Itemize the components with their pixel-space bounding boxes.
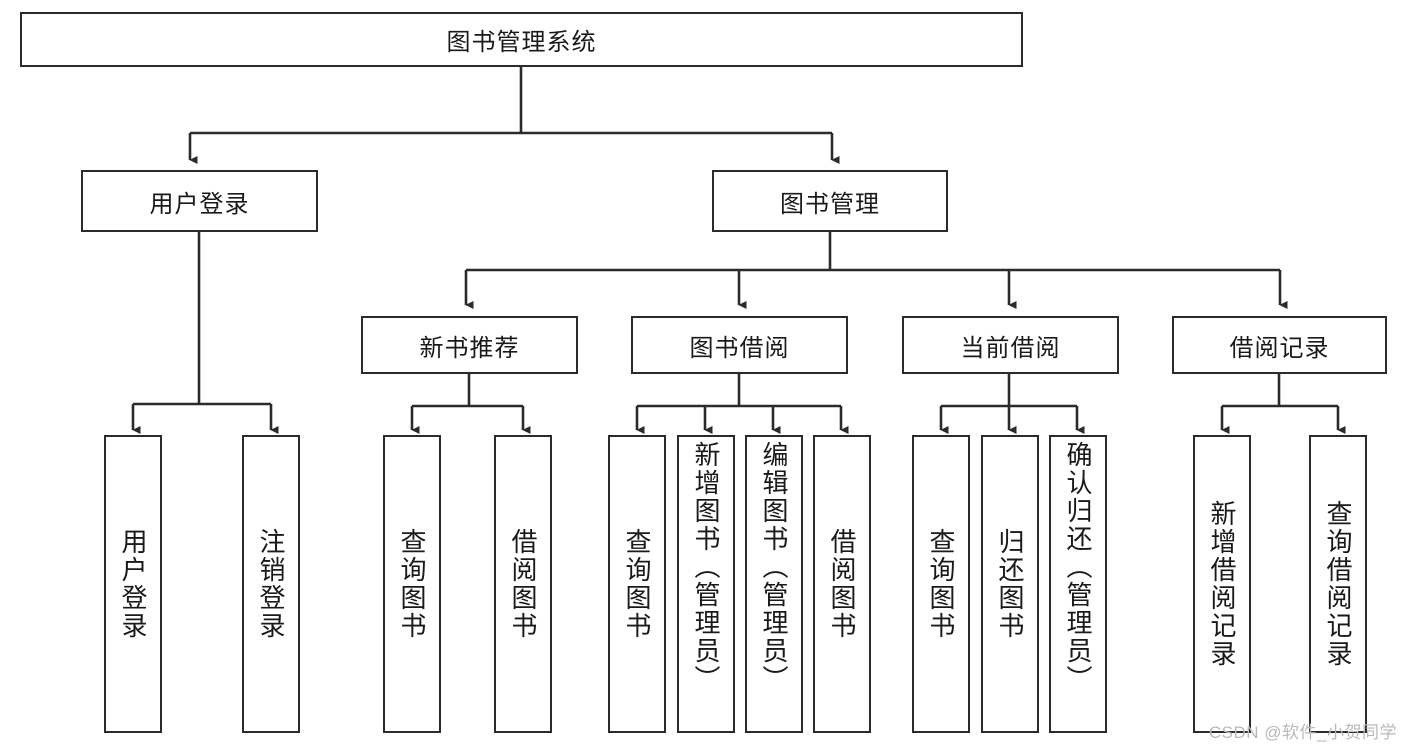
- leaf-query-book-3-label: 查询图书: [926, 528, 957, 640]
- leaf-edit-book-admin-label: 编辑图书（管理员）: [759, 441, 790, 693]
- leaf-logout-login-label: 注销登录: [256, 528, 287, 640]
- leaf-return-book[interactable]: 归还图书: [981, 435, 1039, 733]
- leaf-borrow-book-1[interactable]: 借阅图书: [494, 435, 552, 733]
- leaf-confirm-return-admin-label: 确认归还（管理员）: [1063, 441, 1094, 693]
- node-root-label: 图书管理系统: [446, 29, 597, 56]
- leaf-logout-login[interactable]: 注销登录: [242, 435, 300, 733]
- node-book-borrow[interactable]: 图书借阅: [631, 316, 848, 374]
- node-new-book-recommend[interactable]: 新书推荐: [361, 316, 578, 374]
- node-borrow-record[interactable]: 借阅记录: [1172, 316, 1387, 374]
- leaf-query-book-3[interactable]: 查询图书: [912, 435, 970, 733]
- leaf-add-borrow-record-label: 新增借阅记录: [1207, 500, 1238, 668]
- leaf-add-book-admin[interactable]: 新增图书（管理员）: [677, 435, 735, 733]
- node-book-borrow-label: 图书借阅: [689, 334, 790, 362]
- leaf-query-book-2-label: 查询图书: [622, 528, 653, 640]
- leaf-borrow-book-2-label: 借阅图书: [827, 528, 858, 640]
- node-book-management-label: 图书管理: [780, 190, 880, 218]
- node-current-borrow[interactable]: 当前借阅: [902, 316, 1119, 374]
- node-user-login[interactable]: 用户登录: [81, 170, 318, 232]
- node-borrow-record-label: 借阅记录: [1229, 334, 1330, 362]
- leaf-query-borrow-record-label: 查询借阅记录: [1323, 500, 1354, 668]
- leaf-user-login[interactable]: 用户登录: [104, 435, 162, 733]
- leaf-add-book-admin-label: 新增图书（管理员）: [691, 441, 722, 693]
- leaf-query-borrow-record[interactable]: 查询借阅记录: [1309, 435, 1367, 733]
- leaf-return-book-label: 归还图书: [995, 528, 1026, 640]
- leaf-borrow-book-2[interactable]: 借阅图书: [813, 435, 871, 733]
- leaf-query-book-2[interactable]: 查询图书: [608, 435, 666, 733]
- node-book-management[interactable]: 图书管理: [712, 170, 948, 232]
- leaf-confirm-return-admin[interactable]: 确认归还（管理员）: [1049, 435, 1107, 733]
- node-new-book-recommend-label: 新书推荐: [419, 334, 520, 362]
- leaf-add-borrow-record[interactable]: 新增借阅记录: [1193, 435, 1251, 733]
- leaf-borrow-book-1-label: 借阅图书: [508, 528, 539, 640]
- csdn-watermark: CSDN @软件_小贺同学: [1208, 723, 1397, 742]
- node-root[interactable]: 图书管理系统: [20, 12, 1023, 67]
- node-current-borrow-label: 当前借阅: [960, 334, 1061, 362]
- leaf-query-book-1[interactable]: 查询图书: [383, 435, 441, 733]
- leaf-user-login-label: 用户登录: [118, 528, 149, 640]
- leaf-query-book-1-label: 查询图书: [397, 528, 428, 640]
- node-user-login-label: 用户登录: [149, 190, 250, 218]
- leaf-edit-book-admin[interactable]: 编辑图书（管理员）: [745, 435, 803, 733]
